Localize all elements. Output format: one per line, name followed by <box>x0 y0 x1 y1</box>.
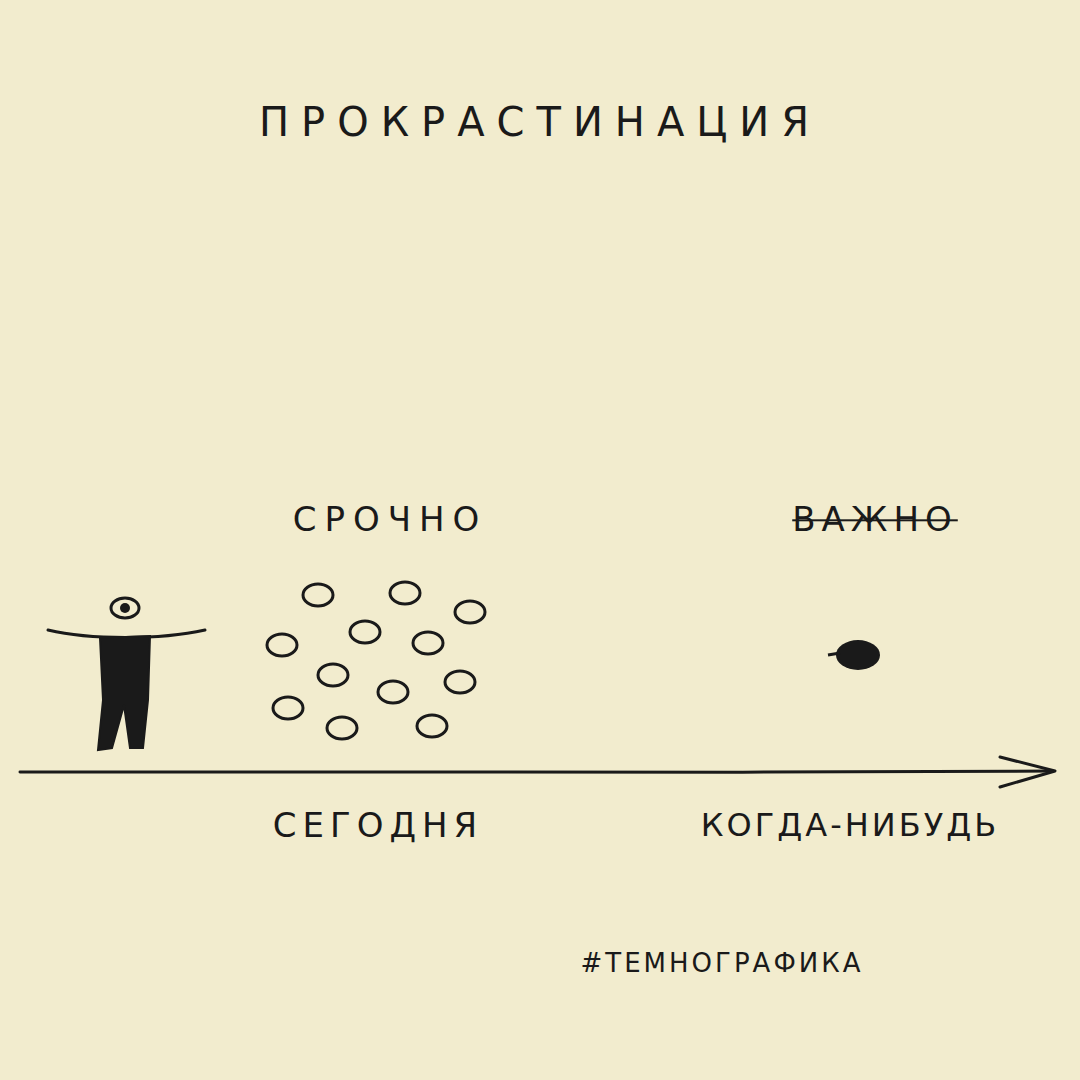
task-circle <box>303 584 333 606</box>
urgent-label: СРОЧНО <box>293 501 488 538</box>
urgent-tasks <box>267 582 485 739</box>
task-circle <box>445 671 475 693</box>
hashtag-watermark: #ТЕМНОГРАФИКА <box>581 949 864 978</box>
task-circle <box>417 715 447 737</box>
diagram-title: ПРОКРАСТИНАЦИЯ <box>259 100 821 144</box>
figure-body <box>98 636 150 750</box>
important-task <box>836 640 880 670</box>
today-label: СЕГОДНЯ <box>273 807 483 844</box>
time-axis <box>20 771 1052 772</box>
task-circle <box>455 601 485 623</box>
task-circle <box>350 621 380 643</box>
someday-label: КОГДА-НИБУДЬ <box>701 808 999 843</box>
figure-eye <box>120 603 130 613</box>
task-circle <box>273 697 303 719</box>
task-circle <box>327 717 357 739</box>
important-label: ВАЖНО <box>792 501 958 538</box>
task-circle <box>318 664 348 686</box>
axis-arrowhead <box>1000 757 1055 787</box>
task-circle <box>413 632 443 654</box>
task-circle <box>267 634 297 656</box>
figure-head <box>111 598 139 618</box>
important-task-stroke <box>828 653 840 655</box>
task-circle <box>390 582 420 604</box>
task-circle <box>378 681 408 703</box>
